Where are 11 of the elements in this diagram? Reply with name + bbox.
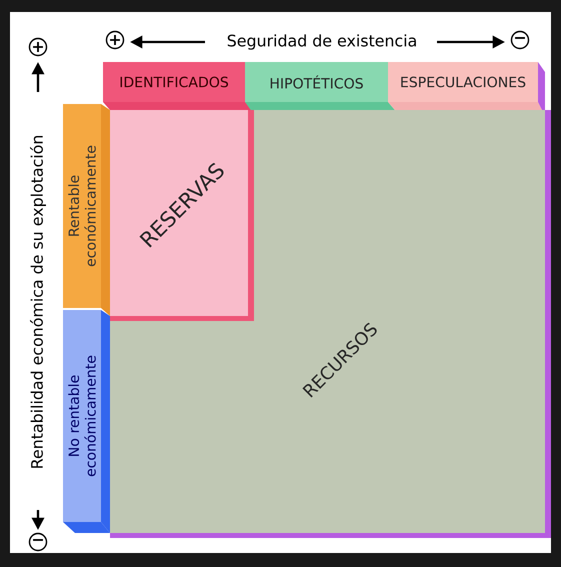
plus-sign: + [28, 38, 48, 56]
category-band: ESPECULACIONES [388, 62, 545, 116]
category-band: HIPOTÉTICOS [245, 62, 400, 116]
category-band: Rentable económicamente [63, 104, 110, 316]
axis-label: Rentabilidad económica de su explotación [30, 136, 46, 468]
category-band: No rentable económicamente [63, 310, 110, 533]
minus-sign: − [510, 30, 530, 50]
plus-sign: + [106, 30, 124, 50]
category-band: IDENTIFICADOS [103, 62, 255, 110]
minus-sign: − [28, 532, 48, 552]
axis-label: Seguridad de existencia [228, 34, 416, 50]
